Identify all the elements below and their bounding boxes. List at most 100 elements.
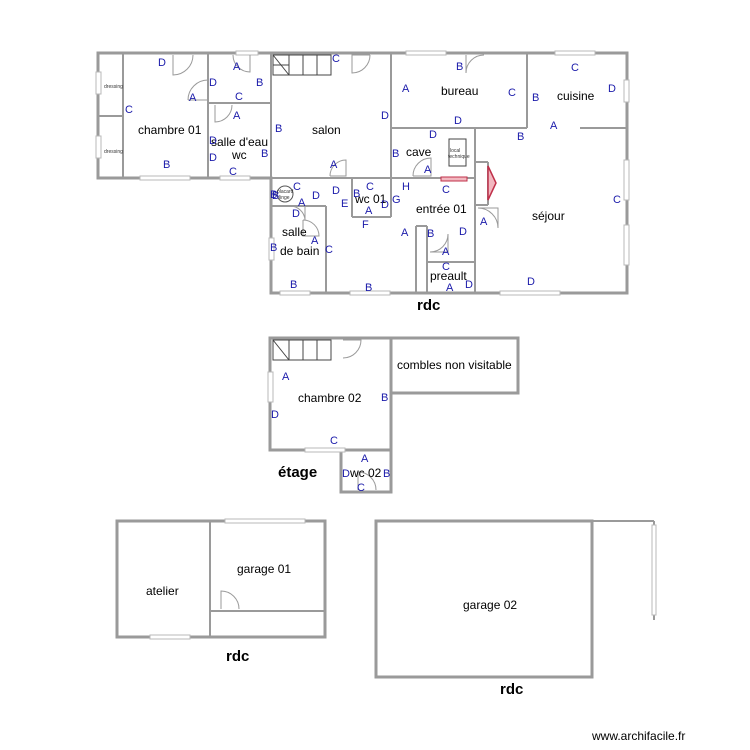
room-sejour: séjour	[532, 209, 565, 223]
wall-label: C	[229, 166, 237, 178]
wall-label: H	[402, 181, 410, 193]
wall-label: B	[392, 148, 399, 160]
level-label-rdc-main: rdc	[417, 297, 440, 314]
wall-label: D	[527, 276, 535, 288]
room-cave: cave	[406, 145, 432, 159]
wall-label: B	[517, 131, 524, 143]
room-bureau: bureau	[441, 84, 478, 98]
wall-label: D	[209, 77, 217, 89]
room-placard-1: placard	[277, 189, 294, 195]
upper-floor: chambre 02 combles non visitable wc 02 é…	[267, 336, 520, 494]
wall-label: D	[381, 199, 389, 211]
room-atelier: atelier	[146, 584, 179, 598]
room-wc: wc	[231, 148, 247, 162]
wall-label: A	[446, 282, 454, 294]
room-placard-2: linge	[279, 195, 290, 201]
outbuilding-left: atelier garage 01 rdc	[115, 518, 327, 665]
wall-label: D	[292, 208, 300, 220]
wall-label: D	[465, 279, 473, 291]
wall-label: B	[383, 468, 390, 480]
wall-label: A	[311, 235, 319, 247]
staircase-etage	[272, 339, 332, 361]
wall-label: D	[271, 409, 279, 421]
wall-label: C	[442, 261, 450, 273]
wall-label: D	[342, 468, 350, 480]
wall-label: B	[261, 148, 268, 160]
wall-label: B	[353, 188, 360, 200]
wall-label: B	[365, 282, 372, 294]
wall-label: C	[332, 53, 340, 65]
wall-label: C	[325, 244, 333, 256]
room-entree-01: entrée 01	[416, 202, 467, 216]
wall-label: A	[233, 110, 241, 122]
wall-label: A	[550, 120, 558, 132]
room-preault: preault	[430, 269, 467, 283]
wall-label: B	[532, 92, 539, 104]
level-label-rdc-right: rdc	[500, 681, 523, 698]
room-labels-rdc: dressing dressing chambre 01 salle d'eau…	[104, 84, 595, 314]
wall-label: B	[290, 279, 297, 291]
room-dressing-1: dressing	[104, 84, 123, 90]
wall-label: C	[293, 181, 301, 193]
wall-label: C	[366, 181, 374, 193]
wall-label: D	[158, 57, 166, 69]
wall-label: C	[613, 194, 621, 206]
wall-label: C	[508, 87, 516, 99]
wall-label: A	[442, 246, 450, 258]
room-cuisine: cuisine	[557, 89, 595, 103]
wall-label: B	[456, 61, 463, 73]
wall-label: D	[209, 152, 217, 164]
room-garage-01: garage 01	[237, 562, 291, 576]
level-label-rdc-left: rdc	[226, 648, 249, 665]
wall-label: B	[427, 228, 434, 240]
wall-label: C	[442, 184, 450, 196]
wall-label: E	[341, 198, 348, 210]
wall-label: D	[608, 83, 616, 95]
wall-label: A	[424, 164, 432, 176]
wall-label: D	[429, 129, 437, 141]
wall-label: D	[312, 190, 320, 202]
wall-label: A	[233, 61, 241, 73]
room-chambre-02: chambre 02	[298, 391, 362, 405]
wall-label: D	[454, 115, 462, 127]
outbuilding-right: garage 02 rdc	[374, 519, 657, 698]
wall-label: D	[381, 110, 389, 122]
room-dressing-2: dressing	[104, 149, 123, 155]
wall-label: B	[381, 392, 388, 404]
wall-label: G	[392, 194, 401, 206]
room-wc-02: wc 02	[349, 466, 382, 480]
wall-label: A	[361, 453, 369, 465]
room-combles: combles non visitable	[397, 358, 512, 372]
room-salon: salon	[312, 123, 341, 137]
wall-label: B	[275, 123, 282, 135]
level-label-etage: étage	[278, 464, 317, 481]
room-local-technique-1: local	[450, 148, 460, 154]
room-local-technique-2: technique	[448, 154, 470, 160]
wall-label: C	[125, 104, 133, 116]
room-salle-de-bain-2: de bain	[280, 244, 319, 258]
wall-label: A	[480, 216, 488, 228]
room-wc-01: wc 01	[354, 192, 387, 206]
wall-label: C	[235, 91, 243, 103]
wall-label: B	[270, 242, 277, 254]
wall-label: A	[330, 159, 338, 171]
wall-label: A	[402, 83, 410, 95]
wall-label: B	[270, 189, 277, 201]
wall-label: A	[365, 205, 373, 217]
wall-label: D	[332, 185, 340, 197]
wall-label: A	[282, 371, 290, 383]
wall-label: D	[209, 135, 217, 147]
wall-label: B	[163, 159, 170, 171]
wall-label: A	[401, 227, 409, 239]
wall-labels: D C B A D B A C A D B D C C B D A B A C …	[125, 53, 621, 494]
room-chambre-01: chambre 01	[138, 123, 202, 137]
wall-label: B	[256, 77, 263, 89]
wall-label: A	[298, 197, 306, 209]
room-garage-02: garage 02	[463, 598, 517, 612]
ground-floor	[95, 50, 630, 296]
wall-label: C	[571, 62, 579, 74]
room-salle-eau: salle d'eau	[211, 135, 268, 149]
staircase-rdc	[272, 54, 332, 76]
room-salle-de-bain-1: salle	[282, 225, 307, 239]
